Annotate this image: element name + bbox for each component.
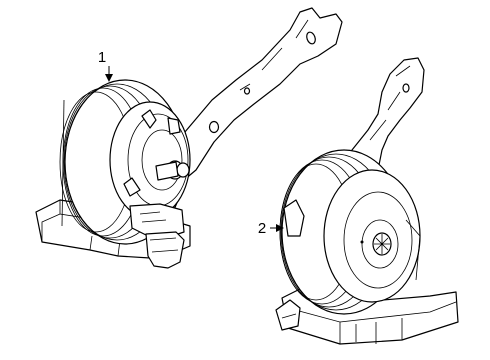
callout-1: 1	[98, 49, 113, 82]
callout-1-label: 1	[98, 49, 106, 66]
callout-2-label: 2	[258, 220, 266, 237]
horn-2	[275, 57, 459, 345]
callout-2: 2	[258, 220, 284, 237]
horn-1	[35, 7, 343, 269]
